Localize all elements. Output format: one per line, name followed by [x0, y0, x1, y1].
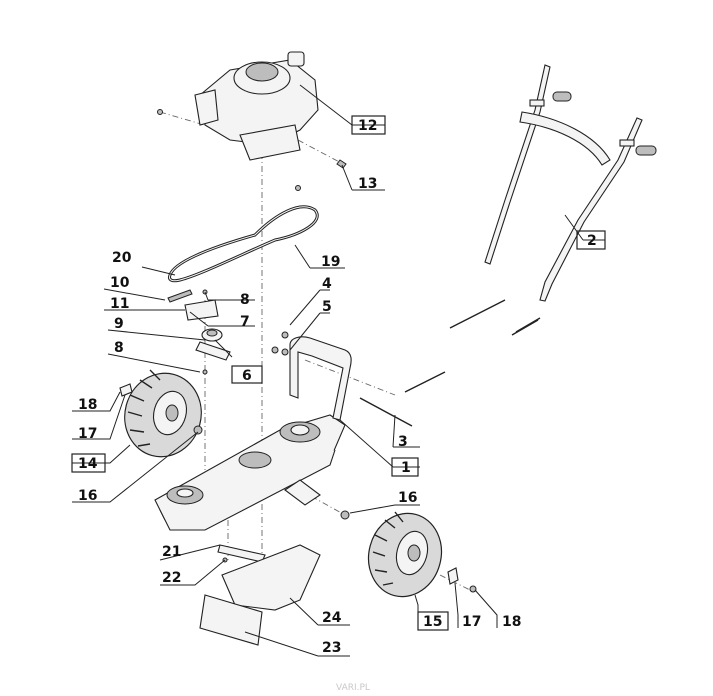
bottom-guard [199, 544, 321, 646]
label-22: 22 [162, 570, 181, 586]
label-19: 19 [321, 254, 340, 270]
label-5: 5 [322, 299, 332, 315]
cables [359, 299, 541, 427]
label-2: 2 [587, 233, 597, 249]
label-13: 13 [358, 176, 377, 192]
label-23: 23 [322, 640, 341, 656]
drive-belt [168, 205, 319, 283]
main-frame [154, 336, 352, 531]
engine-assembly [157, 51, 347, 191]
label-17-left: 17 [78, 426, 97, 442]
label-10: 10 [110, 275, 130, 291]
tensioner-parts [167, 289, 289, 375]
label-18-left: 18 [78, 397, 97, 413]
label-9: 9 [114, 316, 124, 332]
leader-lines [72, 84, 605, 657]
watermark: VARI.PL [336, 683, 370, 693]
left-wheel [119, 369, 203, 458]
label-21: 21 [162, 544, 181, 560]
label-16-left: 16 [78, 488, 97, 504]
label-18-right: 18 [502, 614, 521, 630]
label-1: 1 [401, 460, 411, 476]
label-3: 3 [398, 434, 408, 450]
label-8-lower: 8 [114, 340, 124, 356]
label-7: 7 [240, 314, 250, 330]
handle-bar [484, 64, 657, 302]
label-12: 12 [358, 118, 377, 134]
label-17-right: 17 [462, 614, 481, 630]
label-6: 6 [242, 368, 252, 384]
label-15: 15 [423, 614, 442, 630]
label-8-upper: 8 [240, 292, 250, 308]
label-16-right: 16 [398, 490, 417, 506]
right-wheel [340, 510, 477, 598]
callout-boxes [71, 115, 606, 631]
label-20: 20 [112, 250, 132, 266]
label-11: 11 [110, 296, 129, 312]
part-labels: 1 2 3 4 5 6 7 8 8 9 10 11 12 13 14 15 16… [78, 118, 597, 656]
label-4: 4 [322, 276, 332, 292]
label-24: 24 [322, 610, 342, 626]
label-14: 14 [78, 456, 98, 472]
